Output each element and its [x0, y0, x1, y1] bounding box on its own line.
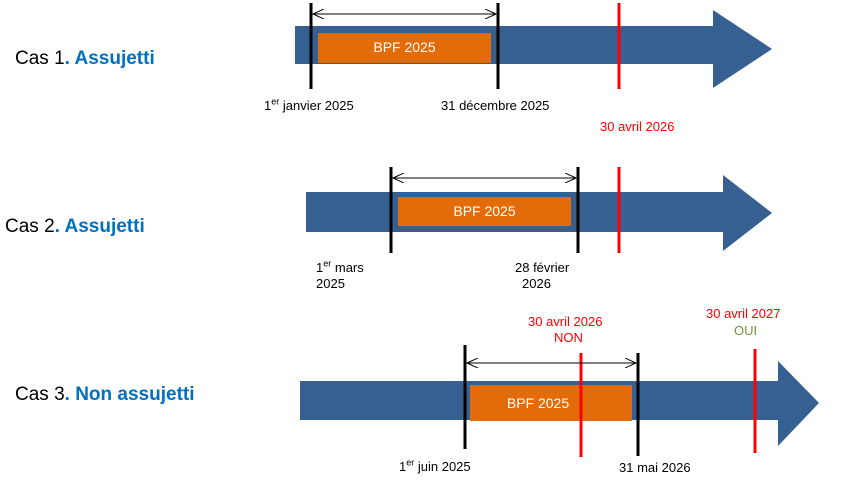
- end-date-2: 28 février: [515, 260, 570, 275]
- end-date-3: 31 mai 2026: [619, 460, 691, 475]
- deadline-date-3a: 30 avril 2026: [528, 314, 603, 329]
- deadline-date-3b: 30 avril 2027: [706, 306, 781, 321]
- deadline-verdict-3b: OUI: [734, 323, 758, 338]
- timeline-arrow-1: [295, 10, 772, 88]
- start-date-1: 1er janvier 2025: [264, 96, 354, 113]
- start-date-2-year: 2025: [316, 276, 345, 291]
- case-label-2: Cas 2. Assujetti: [5, 216, 145, 237]
- deadline-verdict-3a: NON: [554, 330, 583, 345]
- deadline-date-1: 30 avril 2026: [600, 119, 675, 134]
- bpf-label-3: BPF 2025: [506, 395, 570, 411]
- case-label-1: Cas 1. Assujetti: [15, 48, 155, 69]
- start-date-3: 1er juin 2025: [399, 457, 471, 474]
- bpf-bar-2: [398, 197, 571, 226]
- bpf-label-2: BPF 2025: [453, 203, 516, 219]
- bpf-label-1: BPF 2025: [373, 39, 436, 55]
- end-date-1: 31 décembre 2025: [441, 98, 550, 113]
- end-date-2-year: 2026: [522, 276, 551, 291]
- case-label-3: Cas 3. Non assujetti: [15, 384, 195, 405]
- bpf-bar-3: [470, 385, 632, 421]
- start-date-2: 1er mars: [316, 258, 364, 275]
- bpf-bar-1: [318, 33, 491, 63]
